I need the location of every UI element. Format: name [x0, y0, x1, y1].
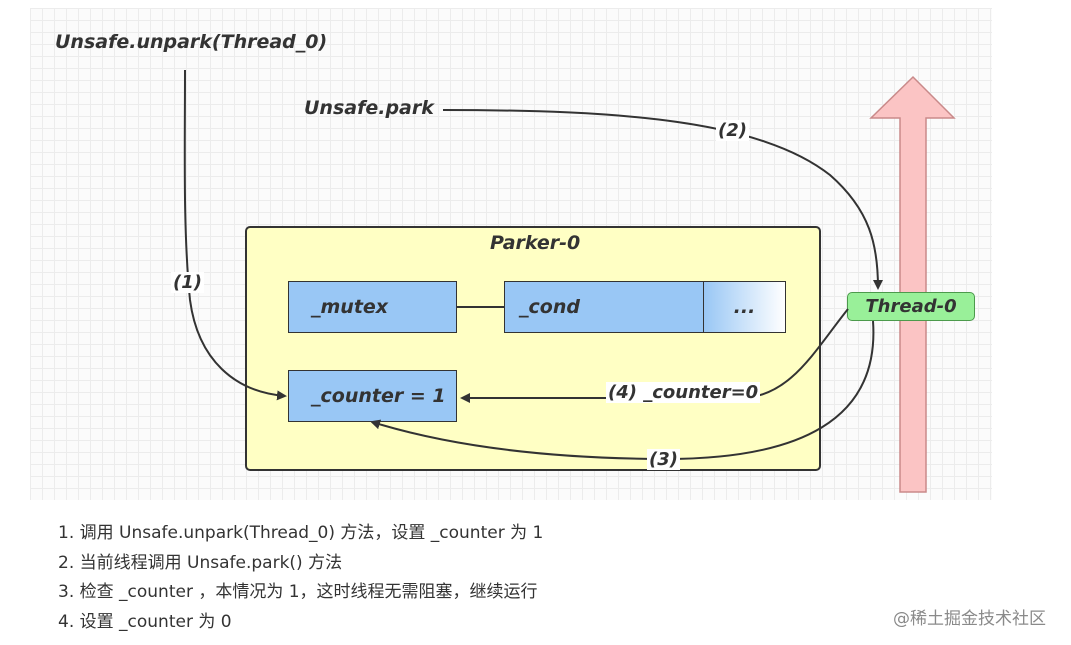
step-item: 2. 当前线程调用 Unsafe.park() 方法 [58, 552, 343, 573]
park-call-label: Unsafe.park [304, 97, 434, 119]
step-item: 4. 设置 _counter 为 0 [58, 611, 232, 632]
parker-box [245, 226, 821, 471]
arrow-step-2 [442, 109, 883, 290]
mutex-box: _mutex [288, 281, 457, 333]
thread-box: Thread-0 [847, 292, 975, 321]
step-2-label: (2) [716, 120, 749, 141]
watermark: @稀土掘金技术社区 [893, 609, 1046, 629]
step-1-label: (1) [171, 272, 204, 293]
step-3-label: (3) [647, 449, 680, 470]
step-list: 1. 调用 Unsafe.unpark(Thread_0) 方法，设置 _cou… [58, 519, 543, 637]
step-item: 1. 调用 Unsafe.unpark(Thread_0) 方法，设置 _cou… [58, 523, 544, 543]
step-item: 3. 检查 _counter ，本情况为 1，这时线程无需阻塞，继续运行 [58, 582, 538, 602]
thread-label: Thread-0 [865, 296, 957, 317]
cond-label: _cond [519, 296, 580, 318]
counter-label: _counter = 1 [311, 385, 446, 407]
cond-ellipsis-box: ... [703, 281, 786, 333]
ellipsis-label: ... [733, 296, 756, 318]
unpark-call-label: Unsafe.unpark(Thread_0) [55, 31, 328, 53]
arrow-step-1 [183, 69, 287, 401]
counter-box: _counter = 1 [288, 370, 457, 422]
mutex-label: _mutex [311, 296, 389, 318]
step-4-label: (4) _counter=0 [606, 382, 761, 403]
parker-title: Parker-0 [490, 232, 581, 254]
